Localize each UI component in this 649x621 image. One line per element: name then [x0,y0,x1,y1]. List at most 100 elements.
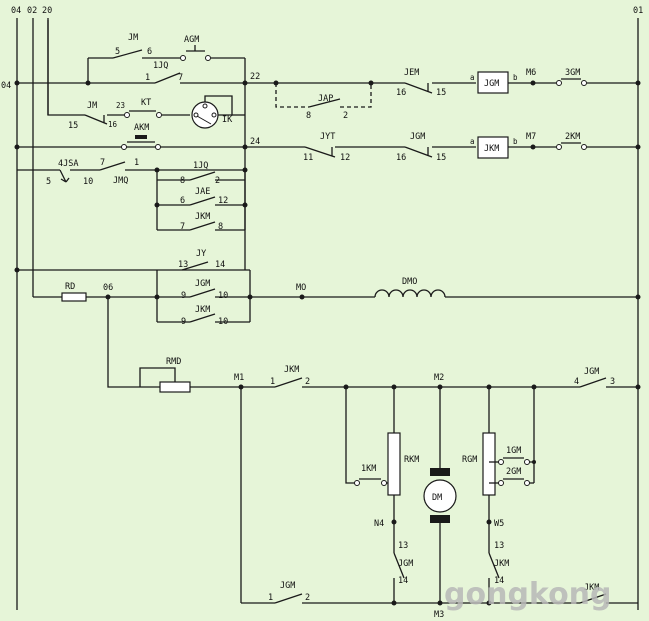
svg-text:M1: M1 [234,373,244,383]
svg-text:JGM: JGM [484,79,499,89]
svg-text:10: 10 [218,291,228,301]
svg-text:14: 14 [398,576,408,586]
svg-text:AKM: AKM [134,123,149,133]
svg-text:1: 1 [145,73,150,83]
svg-text:a: a [470,137,475,146]
svg-text:1JQ: 1JQ [193,161,208,171]
motor-bridge: 1KM RKM N4 13 JGM 14 DM RGM W5 13 JKM 14… [345,387,536,603]
svg-text:23: 23 [116,101,125,110]
svg-text:7: 7 [100,158,105,168]
rail-04-label: 04 [11,6,21,16]
svg-text:RMD: RMD [166,357,181,367]
svg-text:10: 10 [218,317,228,327]
svg-text:3: 3 [610,377,615,387]
svg-text:JKM: JKM [484,144,499,154]
svg-text:b: b [513,137,518,146]
1jq-contact [154,72,181,84]
row-1-circuit: JM 5 6 AGM 1JQ 1 7 22 JAP 8 2 J [14,33,641,121]
svg-text:12: 12 [340,153,350,163]
jyt-contact [304,146,336,158]
svg-text:7: 7 [180,222,185,232]
svg-text:JKM: JKM [195,305,210,315]
svg-text:14: 14 [494,576,504,586]
svg-text:M7: M7 [526,132,536,142]
svg-text:3GM: 3GM [565,68,580,78]
bottom-circuit: JGM 1 2 M3 JKM [241,581,638,620]
jap-label: JAP [318,94,333,104]
svg-text:M6: M6 [526,68,536,78]
svg-text:1JQ: 1JQ [153,61,168,71]
svg-text:2: 2 [343,111,348,121]
field-circuit: JY 13 14 RD 06 JGM 9 10 JKM 9 10 MO DMO [14,249,641,327]
svg-text:16: 16 [396,153,406,163]
svg-text:1: 1 [268,593,273,603]
svg-text:15: 15 [436,153,446,163]
svg-text:RGM: RGM [462,455,477,465]
svg-text:16: 16 [396,88,406,98]
rgm-resistor [482,432,496,496]
svg-text:JM: JM [87,101,97,111]
jap-contact [308,98,341,108]
svg-text:JGM: JGM [280,581,295,591]
svg-text:5: 5 [115,47,120,57]
svg-text:M3: M3 [434,610,444,620]
svg-text:DMO: DMO [402,277,417,287]
svg-text:15: 15 [436,88,446,98]
left-04-label: 04 [1,81,11,91]
svg-text:JKM: JKM [195,212,210,222]
svg-text:5: 5 [46,177,51,187]
svg-text:2: 2 [215,176,220,186]
armature-circuit: RMD M1 JKM 1 2 M2 JGM 4 3 [107,297,641,603]
svg-text:1KM: 1KM [361,464,376,474]
svg-text:W5: W5 [494,519,504,529]
svg-text:8: 8 [180,176,185,186]
rail-01-label: 01 [633,6,643,16]
ik-label: IK [222,115,233,125]
svg-text:7: 7 [178,73,183,83]
agm-label: AGM [184,35,199,45]
rail-02-label: 02 [27,6,37,16]
4jsa-contact [59,169,70,183]
svg-text:RD: RD [65,282,75,292]
svg-text:13: 13 [178,260,188,270]
svg-text:2: 2 [305,377,310,387]
svg-text:JGM: JGM [584,367,599,377]
watermark-logo: gongkong [444,577,612,612]
svg-text:1GM: 1GM [506,446,521,456]
rkm-resistor [387,432,401,496]
svg-text:24: 24 [250,137,260,147]
svg-text:15: 15 [68,121,78,131]
svg-text:22: 22 [250,72,260,82]
svg-text:16: 16 [108,120,118,129]
rd-fuse [61,292,87,302]
svg-text:a: a [470,73,475,82]
svg-text:JKM: JKM [494,559,509,569]
svg-text:13: 13 [398,541,408,551]
jm-label: JM [128,33,138,43]
svg-text:8: 8 [306,111,311,121]
svg-text:6: 6 [180,196,185,206]
svg-text:10: 10 [83,177,93,187]
jm-contact [112,49,143,59]
svg-text:JYT: JYT [320,132,335,142]
svg-text:14: 14 [215,260,225,270]
row-2-circuit: JM 15 16 23 KT IK AKM 24 JYT 11 [14,20,641,270]
svg-text:11: 11 [303,153,313,163]
svg-text:JGM: JGM [195,279,210,289]
svg-text:4: 4 [574,377,579,387]
svg-text:4JSA: 4JSA [58,159,78,169]
svg-text:M2: M2 [434,373,444,383]
svg-text:JKM: JKM [584,583,599,593]
svg-text:RKM: RKM [404,455,419,465]
svg-text:JY: JY [196,249,206,259]
svg-text:2: 2 [305,593,310,603]
svg-text:2GM: 2GM [506,467,521,477]
svg-text:DM: DM [432,493,442,503]
jm-nc-contact [84,114,108,125]
svg-text:2KM: 2KM [565,132,580,142]
svg-text:12: 12 [218,196,228,206]
rail-20-label: 20 [42,6,52,16]
svg-text:JGM: JGM [398,559,413,569]
svg-text:6: 6 [147,47,152,57]
